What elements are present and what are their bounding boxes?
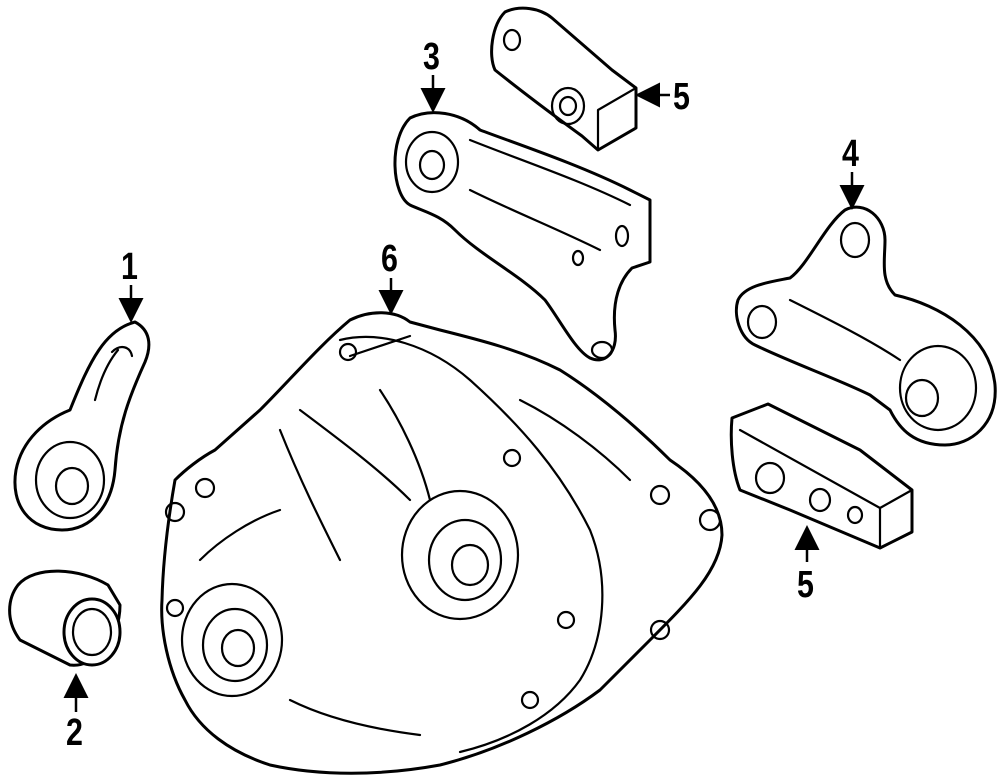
callout-3: 3 (423, 36, 440, 78)
part-6-differential-housing (160, 311, 724, 775)
part-5-block-top (490, 6, 638, 152)
callout-arrows (63, 75, 865, 712)
callout-5-right: 5 (797, 564, 814, 606)
part-1-mount-bracket (13, 320, 151, 532)
callout-5-top: 5 (673, 76, 690, 118)
part-3-mount-bracket (393, 111, 652, 362)
part-5-block-right (729, 402, 914, 550)
part-4-mount-bracket (734, 205, 997, 447)
callout-4: 4 (842, 133, 859, 175)
callout-2: 2 (66, 712, 83, 754)
part-2-bushing (8, 569, 122, 667)
callout-1: 1 (121, 246, 138, 288)
callout-6: 6 (381, 238, 398, 280)
